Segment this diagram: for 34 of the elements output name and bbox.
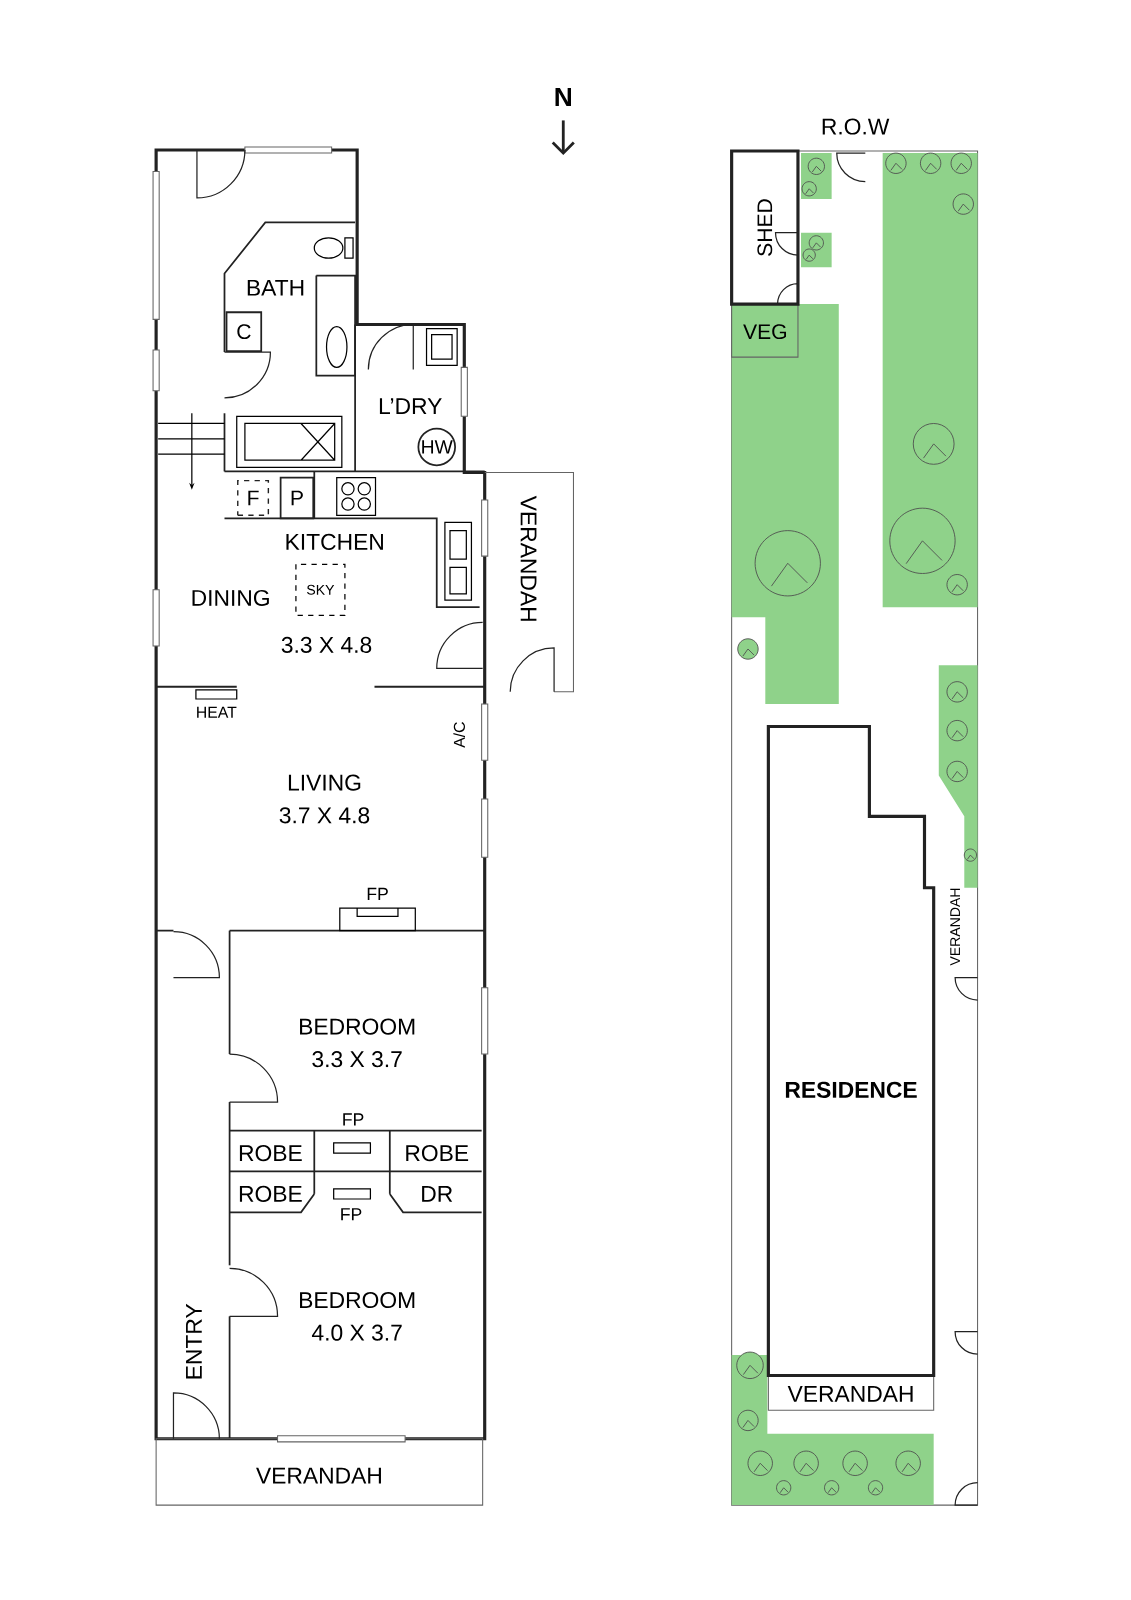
room-label: ROBE <box>240 1145 302 1162</box>
room-label: BEDROOM <box>300 1291 415 1309</box>
area-label: VEG <box>743 324 787 340</box>
room-dimension: 3.3 X 3.7 <box>312 1051 402 1068</box>
shed-box: SHED <box>730 149 800 306</box>
area-label: VERANDAH <box>950 888 961 966</box>
room-label: L’DRY <box>380 398 443 414</box>
area-label: VERANDAH <box>256 1467 382 1484</box>
room-label: ROBE <box>240 1185 302 1202</box>
fixture-label: HEAT <box>197 706 237 718</box>
room-label: LIVING <box>289 774 361 791</box>
room-label: ENTRY <box>186 1303 202 1379</box>
hot-water-unit: HW <box>417 427 457 467</box>
fixture-label: FP <box>367 887 389 900</box>
fridge-space: F <box>237 479 270 516</box>
fixture-label: A/C <box>453 722 466 748</box>
fixture-label: FP <box>343 1113 364 1126</box>
room-dimension: 3.3 X 4.8 <box>281 636 372 653</box>
room-label: BATH <box>247 279 304 296</box>
room-label: DR <box>422 1186 453 1202</box>
lane-label: R.O.W <box>822 118 890 135</box>
room-label: ROBE <box>406 1145 469 1162</box>
room-label: DINING <box>192 589 270 607</box>
compass-letter: N <box>555 87 572 106</box>
room-label: BEDROOM <box>300 1018 415 1035</box>
skylight-label: SKY <box>307 584 335 595</box>
area-label: VERANDAH <box>520 495 537 621</box>
cupboard-box: C <box>225 311 263 352</box>
pantry-box: P <box>279 476 315 520</box>
residence-outline: RESIDENCE <box>766 724 936 1378</box>
fixture-label: FP <box>341 1208 362 1221</box>
room-label: KITCHEN <box>286 533 384 550</box>
room-dimension: 4.0 X 3.7 <box>312 1324 402 1341</box>
room-dimension: 3.7 X 4.8 <box>279 807 370 824</box>
